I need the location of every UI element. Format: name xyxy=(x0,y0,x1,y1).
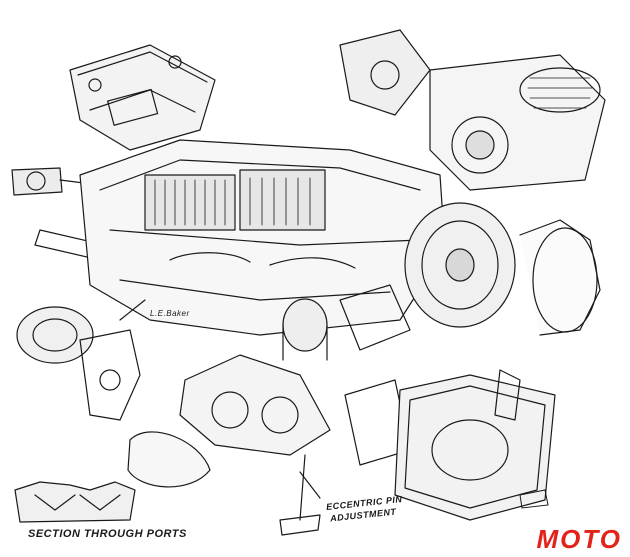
eccentric-pin xyxy=(279,454,321,536)
brand-logo: MOTO xyxy=(536,524,622,554)
carburettor-top-left xyxy=(69,44,216,151)
crankcase-main xyxy=(79,139,446,336)
air-filter-left xyxy=(16,299,146,421)
section-through-ports-label: SECTION THROUGH PORTS xyxy=(28,528,187,540)
flywheel-right xyxy=(404,202,601,336)
piston-cylinder-front xyxy=(282,284,411,361)
ports-section-inset xyxy=(14,481,136,523)
cylinder-head-top-right xyxy=(339,29,606,191)
artist-mark xyxy=(519,489,549,509)
oil-sump xyxy=(394,369,556,521)
cylinder-head-lower xyxy=(127,354,411,488)
artist-signature: L.E.Baker xyxy=(150,309,190,318)
